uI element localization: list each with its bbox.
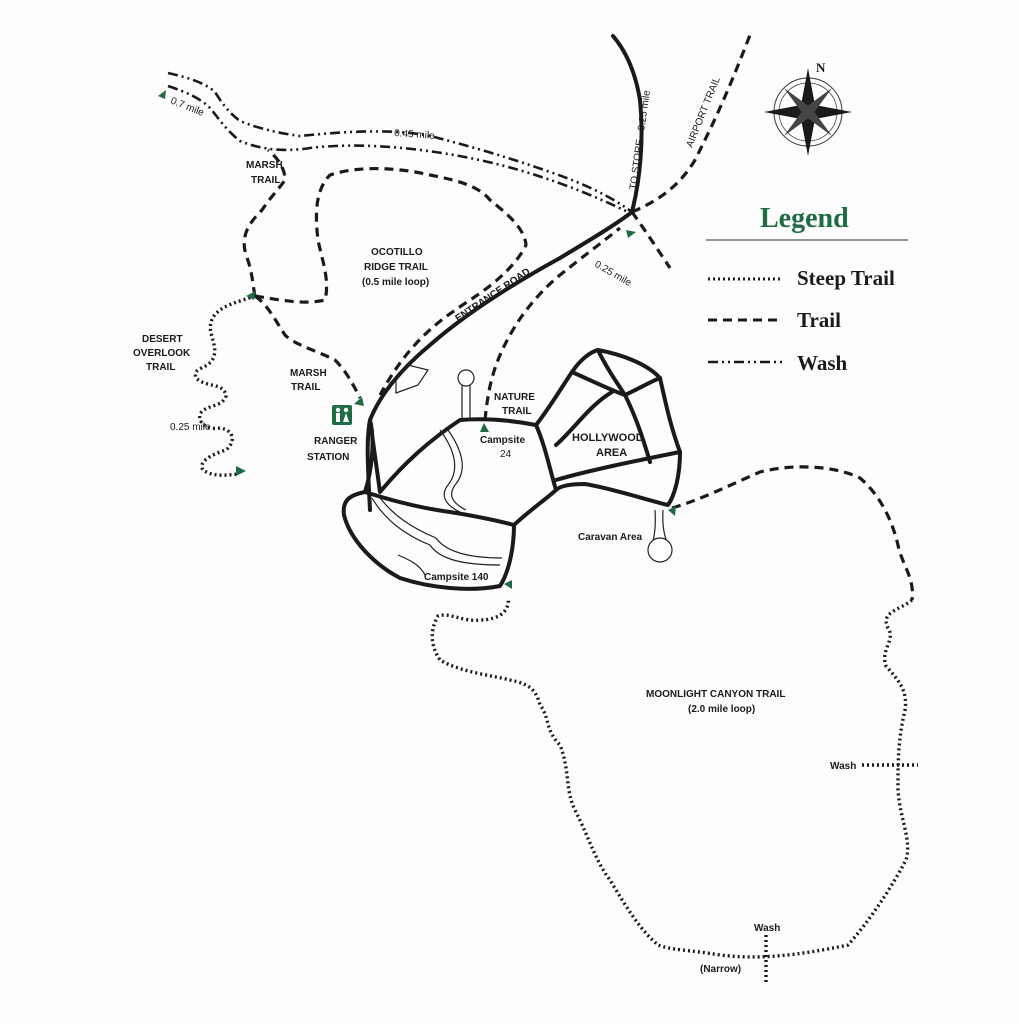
- marsh-trail-west: [242, 148, 287, 297]
- moonlight-canyon-east: [430, 597, 914, 959]
- entrance-road: [365, 210, 634, 512]
- label-hollywood-area: HOLLYWOOD: [572, 432, 644, 444]
- trailhead-marker-icon: [246, 291, 256, 300]
- wash-upper: [167, 71, 633, 214]
- map-labels: 0.7 mile 0.45 mile MARSH TRAIL OCOTILLO …: [133, 75, 856, 975]
- label-moonlight-canyon-2: (2.0 mile loop): [688, 704, 755, 715]
- trailhead-markers: [158, 90, 676, 589]
- label-narrow: (Narrow): [700, 964, 741, 975]
- restroom-icon: [332, 405, 352, 425]
- ocotillo-ridge-loop: [254, 166, 528, 396]
- legend: Legend Steep Trail Trail Wash: [706, 203, 908, 375]
- steep-trails: [193, 294, 918, 985]
- trailhead-marker-icon: [626, 230, 636, 238]
- compass-north-label: N: [816, 60, 826, 75]
- hollywood-inner-3: [623, 393, 652, 464]
- label-ocotillo: OCOTILLO: [371, 247, 423, 258]
- label-desert-overlook: DESERT: [142, 334, 183, 345]
- label-marsh-trail-low: MARSH: [290, 368, 327, 379]
- label-025-mile-left: 0.25 mile: [170, 422, 211, 433]
- hollywood-loop: [534, 348, 682, 507]
- label-ocotillo-2: RIDGE TRAIL: [364, 262, 428, 273]
- label-campsite-140: Campsite 140: [424, 572, 489, 583]
- compass-rose-icon: N: [764, 60, 852, 156]
- trailhead-marker-icon: [504, 580, 512, 589]
- airport-trail: [631, 34, 752, 214]
- wash-routes: [167, 71, 633, 216]
- marsh-trail-to-ranger: [254, 294, 362, 399]
- campground-loop-west: [341, 417, 558, 591]
- label-nature-trail-2: TRAIL: [502, 406, 531, 417]
- label-desert-overlook-3: TRAIL: [146, 362, 175, 373]
- label-caravan-area: Caravan Area: [578, 532, 643, 543]
- hollywood-inner-5: [554, 450, 682, 482]
- dashed-trails: [242, 34, 915, 601]
- label-wash-right: Wash: [830, 761, 856, 772]
- spur-roads: [371, 364, 673, 576]
- campground-roads: [341, 34, 682, 591]
- label-025-mile-right: 0.25 mile: [593, 259, 634, 289]
- label-moonlight-canyon: MOONLIGHT CANYON TRAIL: [646, 689, 785, 700]
- label-ocotillo-3: (0.5 mile loop): [362, 277, 429, 288]
- legend-steep-label: Steep Trail: [797, 266, 895, 290]
- trail-025-mile: [630, 211, 672, 269]
- label-campsite-24: Campsite: [480, 435, 525, 446]
- trailhead-marker-icon: [158, 90, 166, 99]
- label-ranger-station: RANGER: [314, 436, 358, 447]
- legend-trail-label: Trail: [797, 308, 841, 332]
- trailhead-marker-icon: [480, 423, 489, 432]
- road-segment-middle: [363, 490, 516, 527]
- hollywood-inner-4: [554, 390, 614, 447]
- label-to-store: TO STORE - 0.25 mile: [628, 89, 653, 190]
- trailhead-marker-icon: [236, 466, 246, 476]
- wash-lower: [167, 84, 633, 216]
- road-to-store: [611, 34, 644, 214]
- label-desert-overlook-2: OVERLOOK: [133, 348, 191, 359]
- label-nature-trail: NATURE: [494, 392, 535, 403]
- legend-wash-label: Wash: [797, 351, 848, 375]
- label-campsite-24-num: 24: [500, 449, 512, 460]
- label-wash-bottom: Wash: [754, 923, 780, 934]
- legend-title: Legend: [760, 203, 849, 234]
- label-ranger-station-2: STATION: [307, 452, 349, 463]
- label-marsh-trail-top-2: TRAIL: [251, 175, 280, 186]
- trailhead-marker-icon: [668, 506, 676, 516]
- nature-trail: [483, 226, 621, 421]
- label-marsh-trail-low-2: TRAIL: [291, 382, 320, 393]
- label-045-mile: 0.45 mile: [394, 128, 436, 142]
- label-marsh-trail-top: MARSH: [246, 160, 283, 171]
- moonlight-north: [671, 465, 915, 601]
- desert-overlook-trail: [193, 294, 256, 477]
- trailhead-marker-icon: [354, 397, 364, 406]
- label-hollywood-area-2: AREA: [596, 447, 627, 459]
